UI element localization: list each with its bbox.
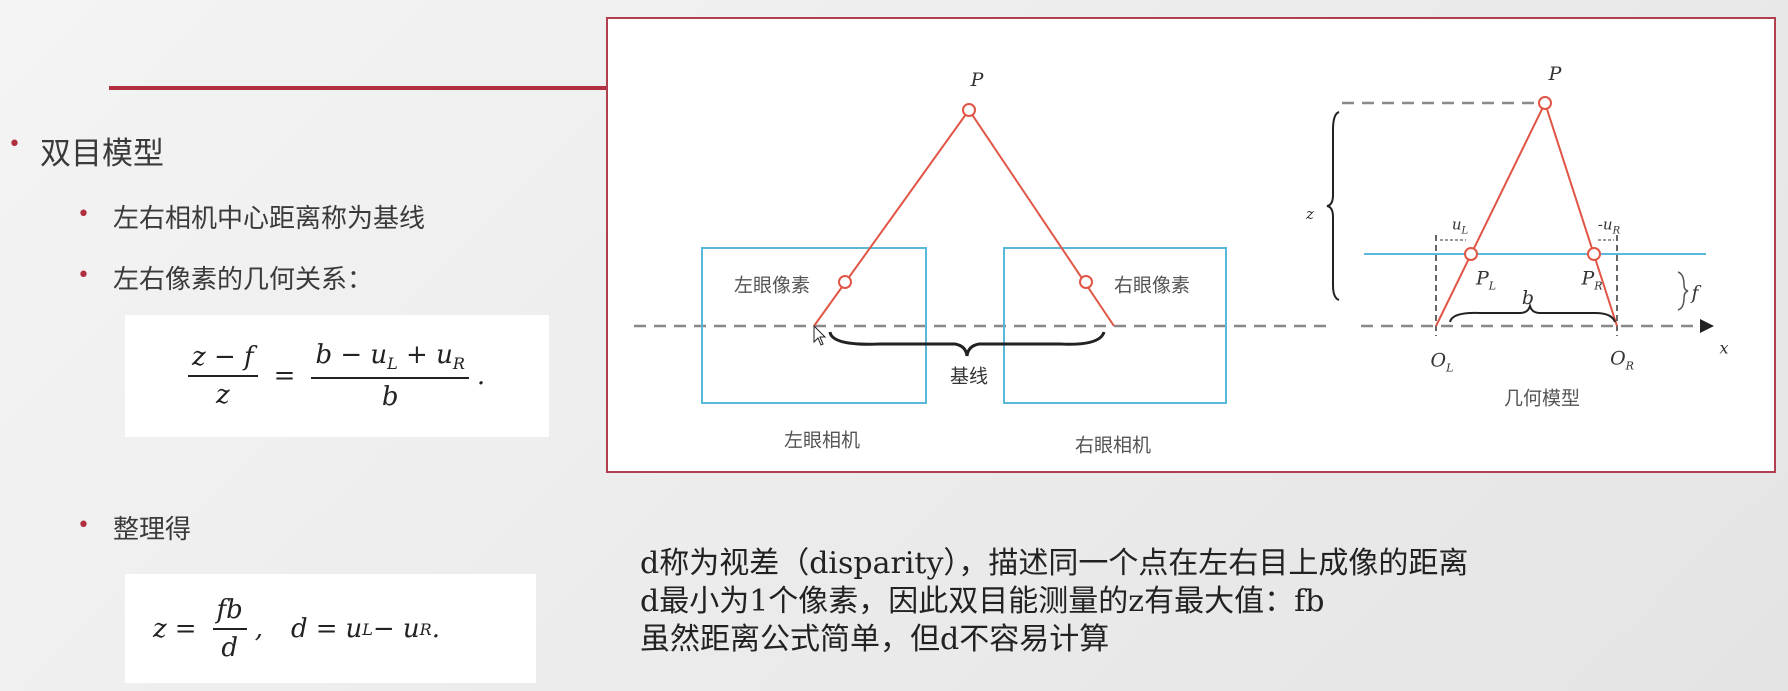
geo-label-ol: OL xyxy=(1430,349,1454,375)
point-p-marker xyxy=(962,103,976,117)
left-ray xyxy=(813,109,970,327)
label-right-camera: 右眼相机 xyxy=(1074,434,1152,457)
geo-label-f: f xyxy=(1691,282,1699,304)
f-brace xyxy=(1677,271,1689,311)
lhs-numerator: z − f xyxy=(188,342,258,377)
rhs-numerator: b − uL + uR xyxy=(311,340,469,379)
geo-point-p-marker xyxy=(1538,96,1552,110)
equals: = xyxy=(273,361,296,391)
geo-label-pr: PR xyxy=(1581,267,1603,293)
geo-label-x: x xyxy=(1719,338,1729,358)
bullet-rearranged: 整理得 xyxy=(77,509,191,546)
right-camera-box xyxy=(1003,247,1227,404)
x-axis-arrow-icon xyxy=(1700,319,1714,333)
depth-numerator: fb xyxy=(212,595,247,630)
bullet-pixel-relation: 左右像素的几何关系： xyxy=(77,259,373,296)
label-right-pixel: 右眼像素 xyxy=(1113,274,1191,297)
geo-label-ur: -uR xyxy=(1597,215,1621,237)
geo-label-b: b xyxy=(1521,287,1535,309)
label-baseline: 基线 xyxy=(949,365,989,388)
mouse-cursor-icon xyxy=(813,324,827,346)
right-ray xyxy=(968,109,1115,327)
right-pixel-marker xyxy=(1079,275,1093,289)
lhs-denominator: z xyxy=(215,380,230,410)
left-camera-box xyxy=(701,247,927,404)
geo-label-z: z xyxy=(1306,205,1314,223)
geo-label-ul: uL xyxy=(1451,215,1469,237)
pr-marker xyxy=(1587,247,1601,261)
left-pixel-marker xyxy=(838,275,852,289)
depth-denominator: d xyxy=(221,633,238,663)
diagram-graphics xyxy=(634,96,1714,404)
geo-right-ray xyxy=(1544,102,1618,327)
pl-marker xyxy=(1464,247,1478,261)
stereo-diagram: P 左眼像素 右眼像素 基线 左眼相机 右眼相机 P z uL -uR PL P… xyxy=(606,17,1776,473)
bullet-binocular-model: 双目模型 xyxy=(8,128,164,173)
note-hard-to-compute: 虽然距离公式简单，但d不容易计算 xyxy=(640,622,1110,657)
rhs-denominator: b xyxy=(381,381,399,412)
label-left-camera: 左眼相机 xyxy=(783,429,861,452)
baseline-brace xyxy=(828,331,1106,357)
title-rule xyxy=(109,86,609,90)
geo-label-pl: PL xyxy=(1475,267,1497,293)
geo-left-ray xyxy=(1435,102,1546,327)
label-left-pixel: 左眼像素 xyxy=(733,274,811,297)
geo-caption: 几何模型 xyxy=(1503,387,1581,410)
geo-label-p: P xyxy=(1548,63,1562,85)
b-brace xyxy=(1449,302,1616,323)
period: . xyxy=(476,361,486,391)
note-disparity: d称为视差（disparity），描述同一个点在左右目上成像的距离 xyxy=(640,546,1469,581)
bullet-baseline: 左右相机中心距离称为基线 xyxy=(77,198,425,235)
z-brace xyxy=(1326,111,1340,301)
geo-label-or: OR xyxy=(1610,347,1634,373)
label-p: P xyxy=(970,69,984,91)
note-min-disparity: d最小为1个像素，因此双目能测量的z有最大值：fb xyxy=(640,584,1325,619)
